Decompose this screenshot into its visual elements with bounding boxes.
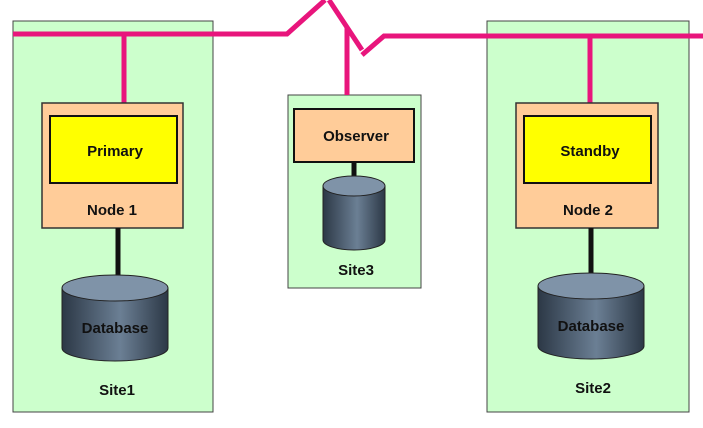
standby-label: Standby bbox=[560, 143, 620, 160]
node2-label: Node 2 bbox=[563, 202, 613, 219]
database2-label: Database bbox=[558, 318, 625, 335]
site1-label: Site1 bbox=[99, 382, 135, 399]
observer-label: Observer bbox=[323, 128, 389, 145]
site3-label: Site3 bbox=[338, 262, 374, 279]
node1-label: Node 1 bbox=[87, 202, 137, 219]
node1: Primary Node 1 bbox=[41, 102, 184, 229]
database-icon: Database bbox=[537, 272, 645, 360]
database-icon: Database bbox=[61, 274, 169, 362]
observer: Observer bbox=[293, 108, 415, 163]
network-link bbox=[13, 0, 703, 103]
database1-label: Database bbox=[82, 320, 149, 337]
standby-box bbox=[523, 115, 652, 184]
node2: Standby Node 2 bbox=[515, 102, 659, 229]
primary-label: Primary bbox=[87, 143, 144, 160]
primary-box bbox=[49, 115, 178, 184]
site2-label: Site2 bbox=[575, 380, 611, 397]
database-icon bbox=[322, 175, 386, 251]
